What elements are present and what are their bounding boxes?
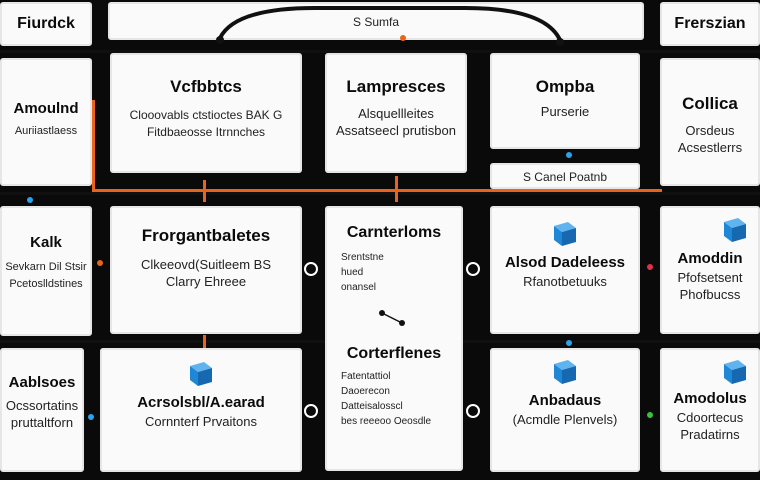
node-r3c4[interactable]: Anbadaus (Acmdle Plenvels) <box>490 348 640 472</box>
node-r2c3[interactable]: Carnterloms Srentstne hued onansel Corte… <box>325 206 463 471</box>
node-r1c3[interactable]: Lampresces Alsquellleites Assatseecl pru… <box>325 53 467 173</box>
node-r2c3-item-2: hued <box>341 267 364 278</box>
header-center-label: S Sumfa <box>352 15 400 29</box>
blue-dot <box>566 152 572 158</box>
blue-dot <box>566 340 572 346</box>
node-r1c4-sub: Purserie <box>540 104 590 119</box>
blue-dot <box>27 197 33 203</box>
node-r1c1-sub: Auriiastlaess <box>14 125 78 137</box>
orange-bus <box>92 189 662 192</box>
node-r2c3-item-1: Srentstne <box>341 252 384 263</box>
node-r3c3-item-2: Daoerecon <box>341 386 390 397</box>
mid-label-box[interactable]: S Canel Poatnb <box>490 163 640 189</box>
node-r1c2-title: Vcfbbtcs <box>170 77 242 96</box>
node-r2c3-item-3: onansel <box>341 282 377 293</box>
node-r2c5-sub1: Pfofsetsent <box>677 270 743 285</box>
connector-node <box>304 262 318 276</box>
node-r2c5-sub2: Phofbucss <box>679 287 741 302</box>
connector-dots <box>379 310 405 326</box>
connector-node <box>466 404 480 418</box>
node-r1c2[interactable]: Vcfbbtcs Clooovabls ctstioctes BAK G Fit… <box>110 53 302 173</box>
node-r1c1-title: Amoulnd <box>13 100 79 117</box>
node-r1c2-sub1: Clooovabls ctstioctes BAK G <box>129 108 283 122</box>
node-r2c4[interactable]: Alsod Dadeleess Rfanotbetuuks <box>490 206 640 334</box>
node-r3c5[interactable]: Amodolus Cdoortecus Pradatirns <box>660 348 760 472</box>
orange-dot <box>97 260 103 266</box>
header-left-label: Fiurdck <box>17 15 75 32</box>
h-line-mid1 <box>0 192 760 195</box>
node-r3c3-item-3: Datteisalosscl <box>341 401 403 412</box>
orange-drop-1 <box>92 100 95 192</box>
node-r1c5-sub1: Orsdeus <box>685 123 735 138</box>
node-r2c2-title: Frorgantbaletes <box>141 226 271 245</box>
node-r2c1-sub1: Sevkarn Dil Stsir <box>5 261 87 273</box>
cube-icon <box>724 360 746 384</box>
node-r2c1-sub2: Pcetoslldstines <box>9 278 83 290</box>
node-r1c5[interactable]: Collica Orsdeus Acsestlerrs <box>660 58 760 186</box>
node-r3c3-item-1: Fatentattiol <box>341 371 391 382</box>
orange-drop-4 <box>203 335 206 350</box>
node-r2c5-title: Amoddin <box>677 250 743 267</box>
green-dot <box>647 412 653 418</box>
node-r1c1[interactable]: Amoulnd Auriiastlaess <box>0 58 92 186</box>
h-line-top <box>0 50 760 53</box>
node-r3c5-title: Amodolus <box>673 390 747 407</box>
node-r2c2-sub2: Clarry Ehreee <box>165 274 247 289</box>
node-r3c2-title: Acrsolsbl/A.earad <box>137 394 265 411</box>
cube-icon <box>554 222 576 246</box>
node-r2c5[interactable]: Amoddin Pfofsetsent Phofbucss <box>660 206 760 334</box>
header-arc-connector <box>216 6 564 46</box>
node-r2c2[interactable]: Frorgantbaletes Clkeeovd(Suitleem BS Cla… <box>110 206 302 334</box>
cube-icon <box>554 360 576 384</box>
node-r3c3-item-4: bes reeeoo Oeosdle <box>341 416 432 427</box>
red-dot <box>647 264 653 270</box>
header-left-box[interactable]: Fiurdck <box>0 2 92 46</box>
node-r3c4-sub: (Acmdle Plenvels) <box>512 412 618 427</box>
node-r3c1[interactable]: Aablsoes Ocssortatins pruttaltforn <box>0 348 84 472</box>
node-r1c3-title: Lampresces <box>346 77 446 96</box>
node-r3c1-sub1: Ocssortatins <box>5 398 79 413</box>
node-r3c2[interactable]: Acrsolsbl/A.earad Cornnterf Prvaitons <box>100 348 302 472</box>
cube-icon <box>724 218 746 242</box>
node-r2c1[interactable]: Kalk Sevkarn Dil Stsir Pcetoslldstines <box>0 206 92 336</box>
node-r3c4-title: Anbadaus <box>528 392 602 409</box>
node-r1c4-title: Ompba <box>535 77 595 96</box>
node-r2c4-title: Alsod Dadeleess <box>504 254 626 271</box>
node-r3c5-sub1: Cdoortecus <box>676 410 744 425</box>
orange-drop-2 <box>203 180 206 202</box>
node-r1c3-sub1: Alsquellleites <box>358 106 434 121</box>
connector-node <box>466 262 480 276</box>
node-r3c1-title: Aablsoes <box>8 374 76 391</box>
node-r3c3-title: Corterflenes <box>346 345 442 362</box>
orange-drop-3 <box>395 176 398 202</box>
cube-icon <box>190 362 212 386</box>
node-r3c1-sub2: pruttaltforn <box>10 415 74 430</box>
blue-dot <box>88 414 94 420</box>
node-r2c4-sub: Rfanotbetuuks <box>523 274 607 289</box>
node-r1c5-title: Collica <box>682 94 738 113</box>
node-r1c5-sub2: Acsestlerrs <box>677 140 743 155</box>
node-r1c4[interactable]: Ompba Purserie <box>490 53 640 149</box>
node-r3c5-sub2: Pradatirns <box>680 427 740 442</box>
node-r1c2-sub2: Fitdbaeosse Itrnnches <box>146 125 266 139</box>
node-r3c2-sub: Cornnterf Prvaitons <box>145 414 257 429</box>
header-right-box[interactable]: Frerszian <box>660 2 760 46</box>
node-r2c3-title: Carnterloms <box>346 224 442 241</box>
mid-label: S Canel Poatnb <box>522 170 608 184</box>
connector-node <box>304 404 318 418</box>
node-r2c1-title: Kalk <box>30 234 62 251</box>
node-r2c2-sub1: Clkeeovd(Suitleem BS <box>140 257 272 272</box>
node-r1c3-sub2: Assatseecl prutisbon <box>336 123 456 138</box>
header-right-label: Frerszian <box>674 15 746 32</box>
